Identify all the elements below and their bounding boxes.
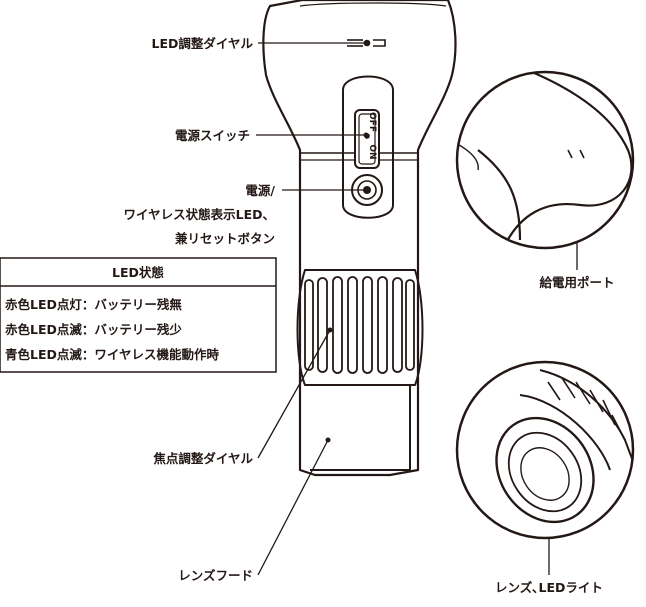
power-switch-housing	[342, 75, 394, 219]
power-switch[interactable]: OFF ON	[354, 109, 380, 169]
led-table-row: 赤色LED点滅：バッテリー残少	[5, 322, 182, 337]
lens-detail	[455, 360, 635, 540]
label-power-switch: 電源スイッチ	[175, 128, 250, 143]
label-power-button-line3: 兼リセットボタン	[175, 231, 275, 246]
label-lens-hood: レンズフード	[178, 568, 253, 583]
led-table-title: LED状態	[112, 265, 164, 280]
label-power-button-line2: ワイヤレス状態表示LED、	[123, 207, 275, 222]
led-table-row: 赤色LED点灯：バッテリー残無	[5, 297, 182, 312]
label-charging-port: 給電用ポート	[539, 275, 614, 290]
led-status-table: LED状態 赤色LED点灯：バッテリー残無 赤色LED点滅：バッテリー残少 青色…	[0, 257, 277, 373]
label-power-button-line1: 電源/	[245, 183, 275, 198]
switch-off-mark: OFF	[367, 112, 377, 132]
microscope-body	[262, 0, 457, 477]
label-lens-led: レンズ､LEDライト	[495, 580, 603, 595]
led-table-row: 青色LED点滅：ワイヤレス機能動作時	[5, 347, 220, 362]
label-led-dial: LED調整ダイヤル	[151, 36, 253, 51]
focus-dial-ribs	[304, 276, 415, 374]
label-focus-dial: 焦点調整ダイヤル	[152, 451, 253, 466]
switch-on-mark: ON	[367, 144, 377, 159]
charging-port-detail	[455, 70, 635, 250]
